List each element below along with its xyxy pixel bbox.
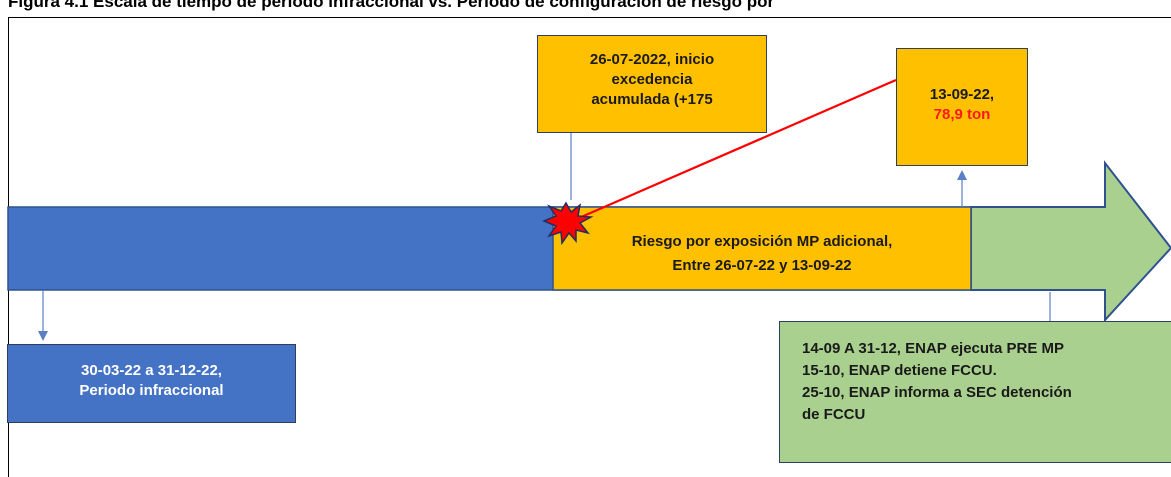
risk-label-line-1: Riesgo por exposición MP adicional, xyxy=(631,233,893,250)
periodo-infraccional-box: 30-03-22 a 31-12-22, Periodo infracciona… xyxy=(7,344,296,423)
risk-label-line-2: Entre 26-07-22 y 13-09-22 xyxy=(672,257,852,274)
timeline-diagram xyxy=(7,78,1171,363)
enap-line-3: 25-10, ENAP informa a SEC detención xyxy=(802,384,1072,401)
figure-caption: Figura 4.1 Escala de tiempo de periodo i… xyxy=(8,0,775,11)
enap-acciones-box: 14-09 A 31-12, ENAP ejecuta PRE MP 15-10… xyxy=(779,321,1171,463)
enap-line-2: 15-10, ENAP detiene FCCU. xyxy=(802,362,997,379)
red-link-line xyxy=(571,78,897,223)
enap-line-4: de FCCU xyxy=(802,406,866,423)
connector-periodo-arrowhead xyxy=(38,331,48,341)
excedencia-line-3: acumulada (+175 xyxy=(591,91,713,108)
excedencia-box: 26-07-2022, inicio excedencia acumulada … xyxy=(537,35,767,133)
risk-label: Riesgo por exposición MP adicional, Entr… xyxy=(553,230,971,278)
periodo-line-2: Periodo infraccional xyxy=(79,382,224,399)
fecha-ton-date: 13-09-22, xyxy=(929,86,995,103)
excedencia-line-2: excedencia xyxy=(611,71,693,88)
fecha-ton-box: 13-09-22, 78,9 ton xyxy=(896,48,1028,166)
explosion-icon xyxy=(542,201,594,246)
excedencia-line-1: 26-07-2022, inicio xyxy=(589,51,715,68)
connector-fecha-arrowhead xyxy=(957,170,967,180)
periodo-line-1: 30-03-22 a 31-12-22, xyxy=(81,362,222,379)
enap-line-1: 14-09 A 31-12, ENAP ejecuta PRE MP xyxy=(802,340,1065,357)
risk-segment-orange xyxy=(552,206,972,291)
timeline-arrow-green xyxy=(970,160,1171,323)
fecha-ton-amount: 78,9 ton xyxy=(933,106,991,123)
